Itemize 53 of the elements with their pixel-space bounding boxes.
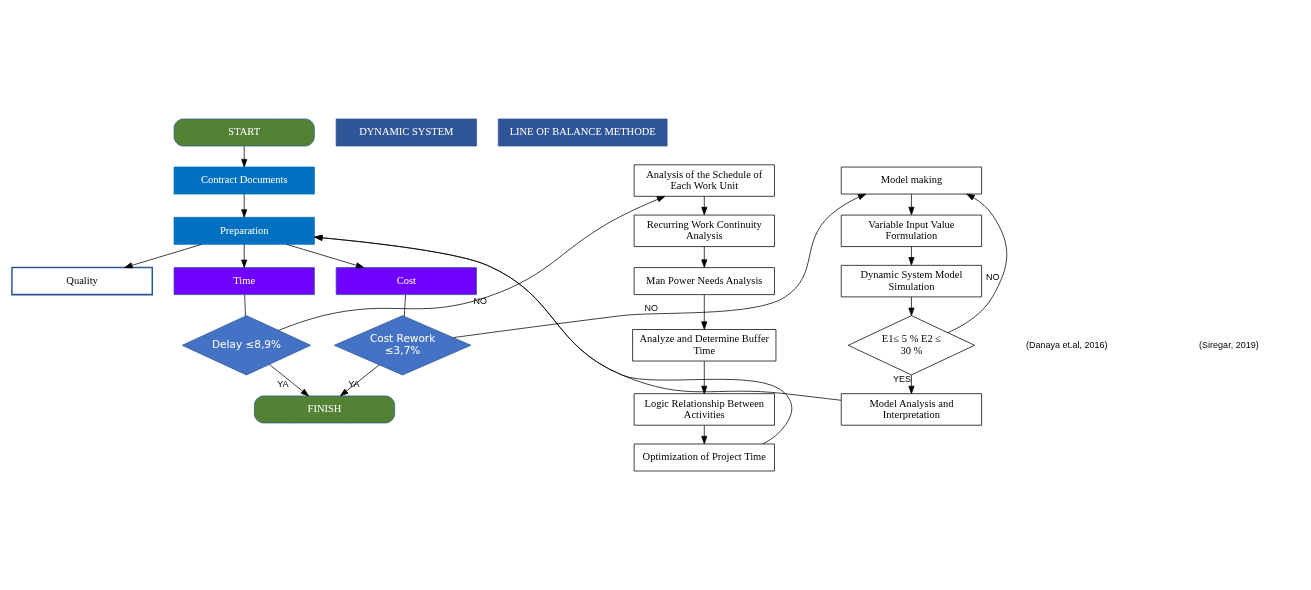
node-diamond: E1≤ 5 % E2 ≤ 30 % <box>847 315 975 376</box>
node-box: Preparation <box>173 216 315 245</box>
edge-label: YES <box>893 373 912 384</box>
arrow <box>701 196 708 216</box>
label: (Siregar, 2019) <box>1199 339 1259 350</box>
node-box: Dynamic System Model Simulation <box>840 264 982 298</box>
node-box: Analyze and Determine Buffer Time <box>632 329 777 362</box>
node-box: Man Power Needs Analysis <box>633 267 775 295</box>
edge-label: NO <box>986 271 1000 282</box>
edge-label: YA <box>277 379 289 390</box>
arrow <box>314 234 793 445</box>
edge-label: YA <box>348 379 360 390</box>
node-diamond: Cost Rework ≤3,7% <box>333 315 472 376</box>
arrow <box>452 193 867 338</box>
connector <box>403 294 406 317</box>
arrow <box>269 364 309 397</box>
arrow <box>241 145 248 168</box>
node-box: FINISH <box>253 395 396 424</box>
arrow <box>278 196 666 331</box>
node-box: Model making <box>840 166 982 195</box>
arrow <box>701 360 708 395</box>
node-box: Quality <box>11 266 153 296</box>
node-box: Cost <box>335 267 477 295</box>
node-box: Logic Relationship Between Activities <box>633 393 775 426</box>
node-box: Optimization of Project Time <box>633 443 775 472</box>
node-box: Variable Input Value Formulation <box>840 214 982 247</box>
arrow <box>314 234 842 401</box>
arrow <box>701 246 708 268</box>
arrow <box>908 246 915 266</box>
arrow <box>286 244 365 269</box>
node-box: Time <box>173 267 315 295</box>
arrow <box>701 294 708 330</box>
arrow <box>908 193 915 216</box>
edge-label: NO <box>644 303 658 314</box>
node-box: DYNAMIC SYSTEM <box>335 118 477 147</box>
arrow <box>908 374 915 394</box>
node-box: Recurring Work Continuity Analysis <box>633 214 775 247</box>
connector <box>244 294 246 317</box>
edge-label: NO <box>473 296 488 307</box>
node-box: START <box>173 118 315 147</box>
arrow <box>241 193 248 218</box>
node-diamond: Delay ≤8,9% <box>181 315 312 376</box>
arrow <box>340 364 380 397</box>
node-box: Analysis of the Schedule of Each Work Unit <box>633 164 775 197</box>
label: (Danaya et.al, 2016) <box>1026 339 1108 350</box>
arrow <box>947 193 1008 334</box>
arrow <box>124 244 202 269</box>
arrow <box>908 296 915 316</box>
node-box: Contract Documents <box>173 166 315 195</box>
node-box: Model Analysis and Interpretation <box>840 393 982 426</box>
node-box: LINE OF BALANCE METHODE <box>497 118 668 147</box>
arrow <box>701 425 708 445</box>
arrow <box>241 244 248 268</box>
